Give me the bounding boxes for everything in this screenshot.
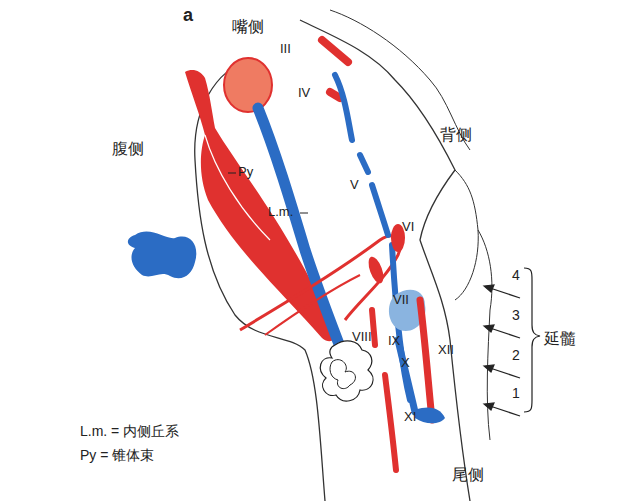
anatomy-label: III	[280, 42, 291, 56]
anatomy-label: IV	[298, 86, 310, 100]
anatomy-label: 尾侧	[452, 466, 484, 484]
section-arrows	[484, 285, 520, 416]
olive-fold	[330, 360, 355, 389]
anatomy-label: XI	[404, 410, 416, 424]
anatomy-label: Py	[238, 165, 253, 179]
anatomy-label: XII	[438, 343, 454, 357]
anatomy-label: 4	[512, 268, 520, 283]
inferior-olive	[320, 341, 373, 401]
legend-text: Py = 锥体束	[80, 448, 154, 463]
anatomy-label: 3	[512, 308, 520, 323]
anatomy-label: VI	[402, 220, 414, 234]
facial-loop	[240, 236, 400, 330]
nucleus-x	[398, 340, 415, 412]
anatomy-label: VII	[393, 293, 409, 307]
nucleus-iv	[330, 92, 340, 98]
anatomy-label: VIII	[352, 330, 372, 344]
nucleus-xii	[420, 300, 432, 420]
nucleus-v-segment	[360, 155, 368, 172]
nucleus-iii	[322, 40, 348, 62]
leader-line	[228, 173, 236, 174]
medial-lemniscus	[258, 108, 345, 360]
anatomy-label: IX	[388, 334, 400, 348]
leader-line	[300, 213, 308, 214]
anatomy-label: 1	[512, 386, 520, 401]
red-nucleus	[224, 58, 272, 112]
anatomy-label: X	[401, 356, 410, 370]
legend-text: L.m. = 内侧丘系	[80, 424, 179, 439]
crossing-fibre	[265, 275, 360, 335]
anatomy-label: a	[183, 6, 193, 26]
nucleus-ix	[372, 310, 375, 345]
sensory-column	[335, 75, 352, 140]
nucleus-xi	[385, 375, 396, 470]
ventricle-contour	[455, 170, 478, 300]
pons-structure	[128, 232, 196, 279]
anatomy-label: 延髓	[544, 330, 576, 348]
dorsal-contour	[300, 20, 470, 501]
bracket	[524, 268, 540, 412]
anatomy-label: 嘴侧	[232, 18, 264, 36]
anatomy-label: V	[350, 178, 359, 192]
nucleus-v	[372, 185, 388, 235]
anatomy-label: L.m.	[268, 205, 293, 219]
tract-highlight	[205, 135, 270, 240]
nucleus-vii	[366, 255, 387, 285]
anatomy-label: 背侧	[440, 126, 472, 144]
anatomy-label: 2	[512, 348, 520, 363]
anatomy-label: 腹侧	[112, 140, 144, 158]
nucleus-gracilis	[415, 408, 445, 424]
